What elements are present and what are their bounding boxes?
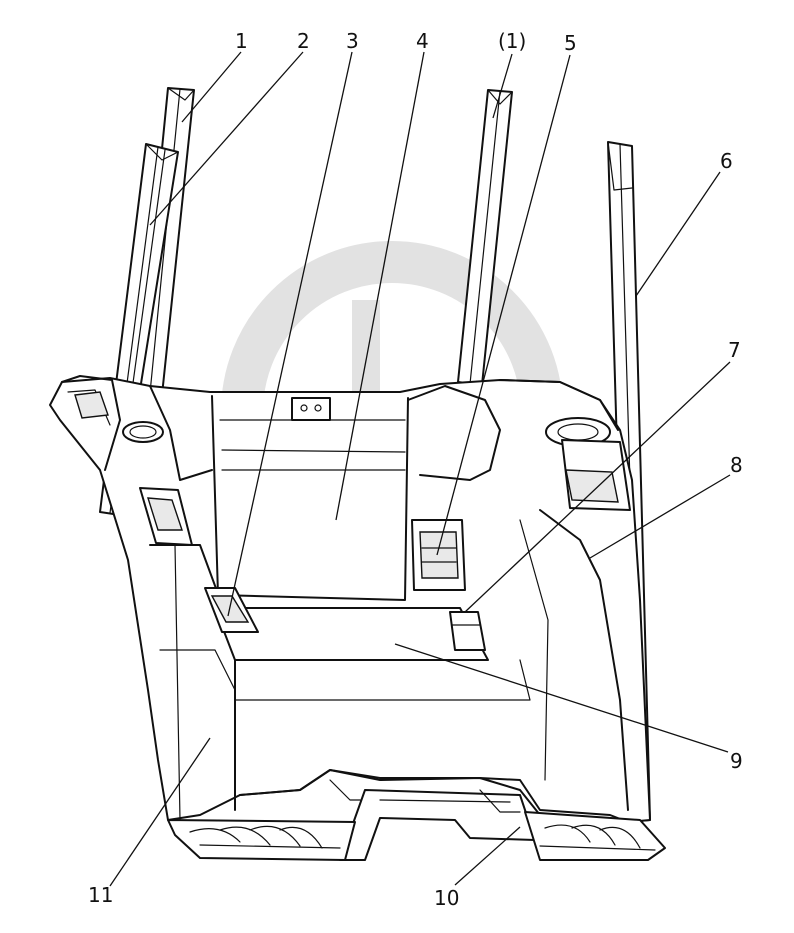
callout-6: 6	[720, 149, 733, 173]
callout-10: 10	[434, 886, 459, 910]
callout-labels: 1 2 3 4 (1) 5 6 7 8 9 10 11	[88, 29, 743, 910]
leader-10	[454, 826, 521, 886]
leader-1b	[492, 53, 513, 119]
callout-4: 4	[416, 29, 429, 53]
leader-5	[436, 54, 571, 556]
leader-9	[394, 643, 729, 753]
cab-shell	[49, 375, 666, 861]
leader-11	[109, 737, 211, 887]
callout-8: 8	[730, 453, 743, 477]
leader-lines	[109, 51, 731, 887]
callout-5: 5	[564, 31, 577, 55]
leader-3	[227, 51, 353, 617]
leader-1	[181, 51, 242, 123]
callout-9: 9	[730, 749, 743, 773]
leader-6	[635, 171, 721, 297]
callout-11: 11	[88, 883, 113, 907]
callout-1b: (1)	[498, 29, 526, 53]
leader-4	[335, 51, 425, 521]
leader-7	[464, 361, 731, 613]
callout-3: 3	[346, 29, 359, 53]
leader-2	[149, 51, 304, 226]
leader-8	[589, 474, 731, 559]
callout-1: 1	[235, 29, 248, 53]
callout-2: 2	[297, 29, 310, 53]
callout-7: 7	[728, 338, 741, 362]
